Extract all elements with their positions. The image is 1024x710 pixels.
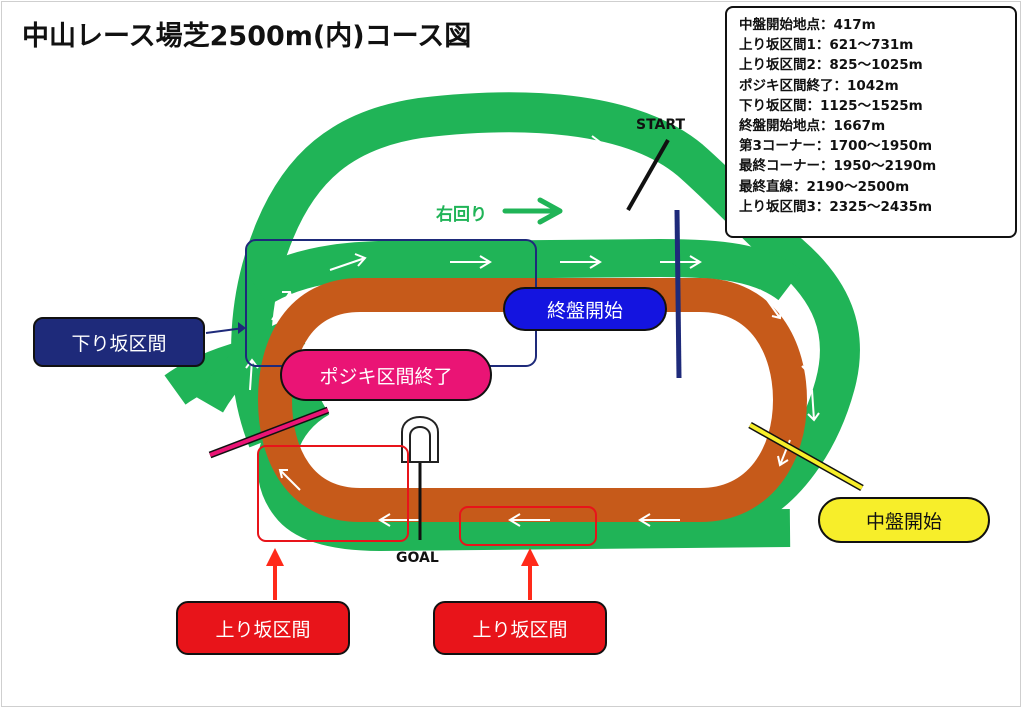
- late-start-badge: 終盤開始: [503, 287, 667, 331]
- mid-start-badge: 中盤開始: [818, 497, 990, 543]
- uphill-badge-right: 上り坂区間: [433, 601, 607, 655]
- pointer-arrow-icon: [266, 548, 284, 600]
- turf-arrow: [638, 513, 680, 527]
- gate-icon: [401, 416, 439, 463]
- turf-arrow: [369, 159, 412, 181]
- turf-arrow: [559, 135, 602, 149]
- turf-arrow: [278, 469, 301, 491]
- turf-arrow: [807, 389, 820, 422]
- info-box: 中盤開始地点：417m 上り坂区間1：621〜731m 上り坂区間2：825〜1…: [725, 6, 1017, 238]
- uphill-area-right: [459, 506, 597, 546]
- turf-arrow: [378, 513, 420, 527]
- info-line: 上り坂区間1：621〜731m: [739, 37, 914, 54]
- turf-arrow: [759, 289, 782, 320]
- info-line: 最終直線：2190〜2500m: [739, 178, 910, 195]
- late-start-marker: [674, 209, 682, 379]
- info-line: 上り坂区間2：825〜1025m: [739, 57, 923, 74]
- downhill-badge: 下り坂区間: [33, 317, 205, 367]
- turf-arrow: [450, 255, 492, 269]
- info-line: ポジキ区間終了：1042m: [739, 77, 899, 94]
- turf-arrow: [329, 253, 367, 271]
- info-line: 下り坂区間：1125〜1525m: [739, 97, 923, 114]
- direction-arrows: [245, 135, 820, 527]
- info-line: 上り坂区間3：2325〜2435m: [739, 198, 933, 215]
- dirt-course: [257, 278, 808, 522]
- start-label: START: [636, 117, 686, 133]
- info-line: 終盤開始地点：1667m: [739, 118, 886, 135]
- position-key-end-badge: ポジキ区間終了: [280, 349, 492, 401]
- turf-arrow: [271, 291, 293, 321]
- direction-arrow-icon: [502, 197, 563, 225]
- turf-arrow: [797, 339, 813, 374]
- turf-arrow: [560, 255, 602, 269]
- uphill-area-left: [257, 445, 409, 542]
- pointer-arrow-icon: [205, 322, 246, 334]
- turf-arrow: [508, 513, 550, 527]
- page-title: 中山レース場芝2500m(内)コース図: [22, 21, 472, 52]
- info-line: 中盤開始地点：417m: [739, 17, 876, 33]
- info-line: 最終コーナー：1950〜2190m: [739, 158, 937, 175]
- position-key-end-marker-fill: [209, 408, 329, 457]
- mid-start-marker-fill: [749, 423, 863, 490]
- direction-label: 右回り: [436, 205, 487, 225]
- uphill-badge-left: 上り坂区間: [176, 601, 350, 655]
- goal-label: GOAL: [396, 550, 439, 566]
- info-line: 第3コーナー：1700〜1950m: [739, 138, 933, 155]
- pointer-arrow-icon: [521, 548, 539, 600]
- start-marker: [626, 139, 670, 211]
